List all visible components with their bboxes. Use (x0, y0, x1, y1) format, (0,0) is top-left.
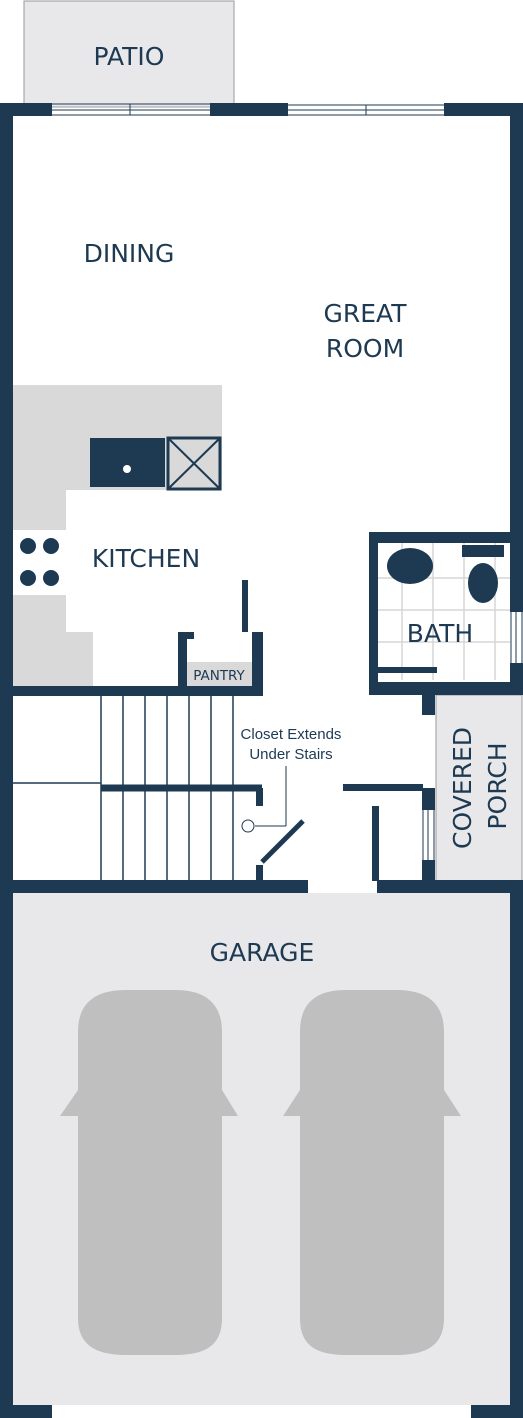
closet-note-marker (241, 819, 255, 833)
bath-counter (377, 667, 437, 673)
door-swing-icon (260, 819, 305, 864)
kitchen-label: KITCHEN (92, 544, 200, 573)
closet-note-line2: Under Stairs (249, 746, 332, 763)
car-icon (60, 990, 238, 1355)
dining-label: DINING (84, 239, 175, 268)
pantry-shelf (186, 662, 252, 686)
kitchen-counters (13, 385, 222, 688)
sink-icon (90, 438, 165, 487)
windows (52, 103, 523, 860)
stairs (13, 695, 262, 880)
great-room-label-line2: ROOM (326, 334, 404, 363)
bath-label: BATH (407, 619, 473, 648)
covered-porch-label-line1: COVERED (448, 727, 477, 849)
walls (0, 103, 523, 1418)
closet-door: Closet Extends Under Stairs (241, 726, 342, 864)
bath: BATH (377, 543, 510, 680)
pantry-label: PANTRY (193, 668, 245, 684)
kitchen-counter (13, 385, 222, 688)
closet-note-line1: Closet Extends (241, 726, 342, 743)
toilet-icon (462, 545, 504, 603)
pantry: PANTRY (186, 662, 252, 686)
refrigerator-icon (166, 436, 222, 491)
patio-floor (23, 0, 235, 108)
garage-label: GARAGE (210, 938, 315, 967)
patio-label: PATIO (94, 42, 165, 71)
patio: PATIO (23, 0, 235, 108)
car-icon-2 (283, 990, 461, 1355)
stove-icon (13, 530, 66, 595)
covered-porch-label-line2: PORCH (483, 742, 512, 829)
great-room-label-line1: GREAT (324, 299, 408, 328)
bathtub-icon (387, 548, 433, 584)
